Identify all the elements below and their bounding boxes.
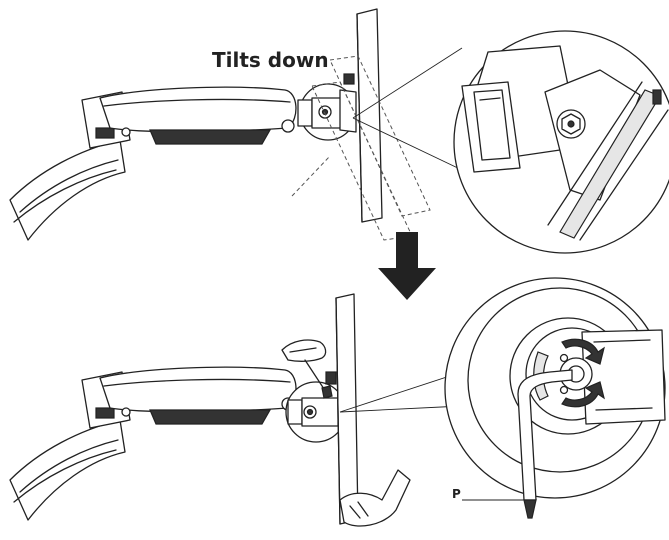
supporting-hand [339,469,411,527]
bottom-detail-magnifier [444,277,666,519]
top-monitor [356,8,383,223]
top-detail-magnifier [453,30,669,254]
top-monitor-arm [9,86,297,241]
tilts-down-caption: Tilts down [212,48,329,72]
top-tilt-head [297,73,357,141]
down-arrow [378,232,436,300]
bottom-monitor-arm [9,366,297,521]
bottom-tilt-head [285,371,347,443]
part-label-p: P [452,487,461,501]
hand-with-wrench [281,339,333,399]
bottom-monitor [335,293,359,525]
